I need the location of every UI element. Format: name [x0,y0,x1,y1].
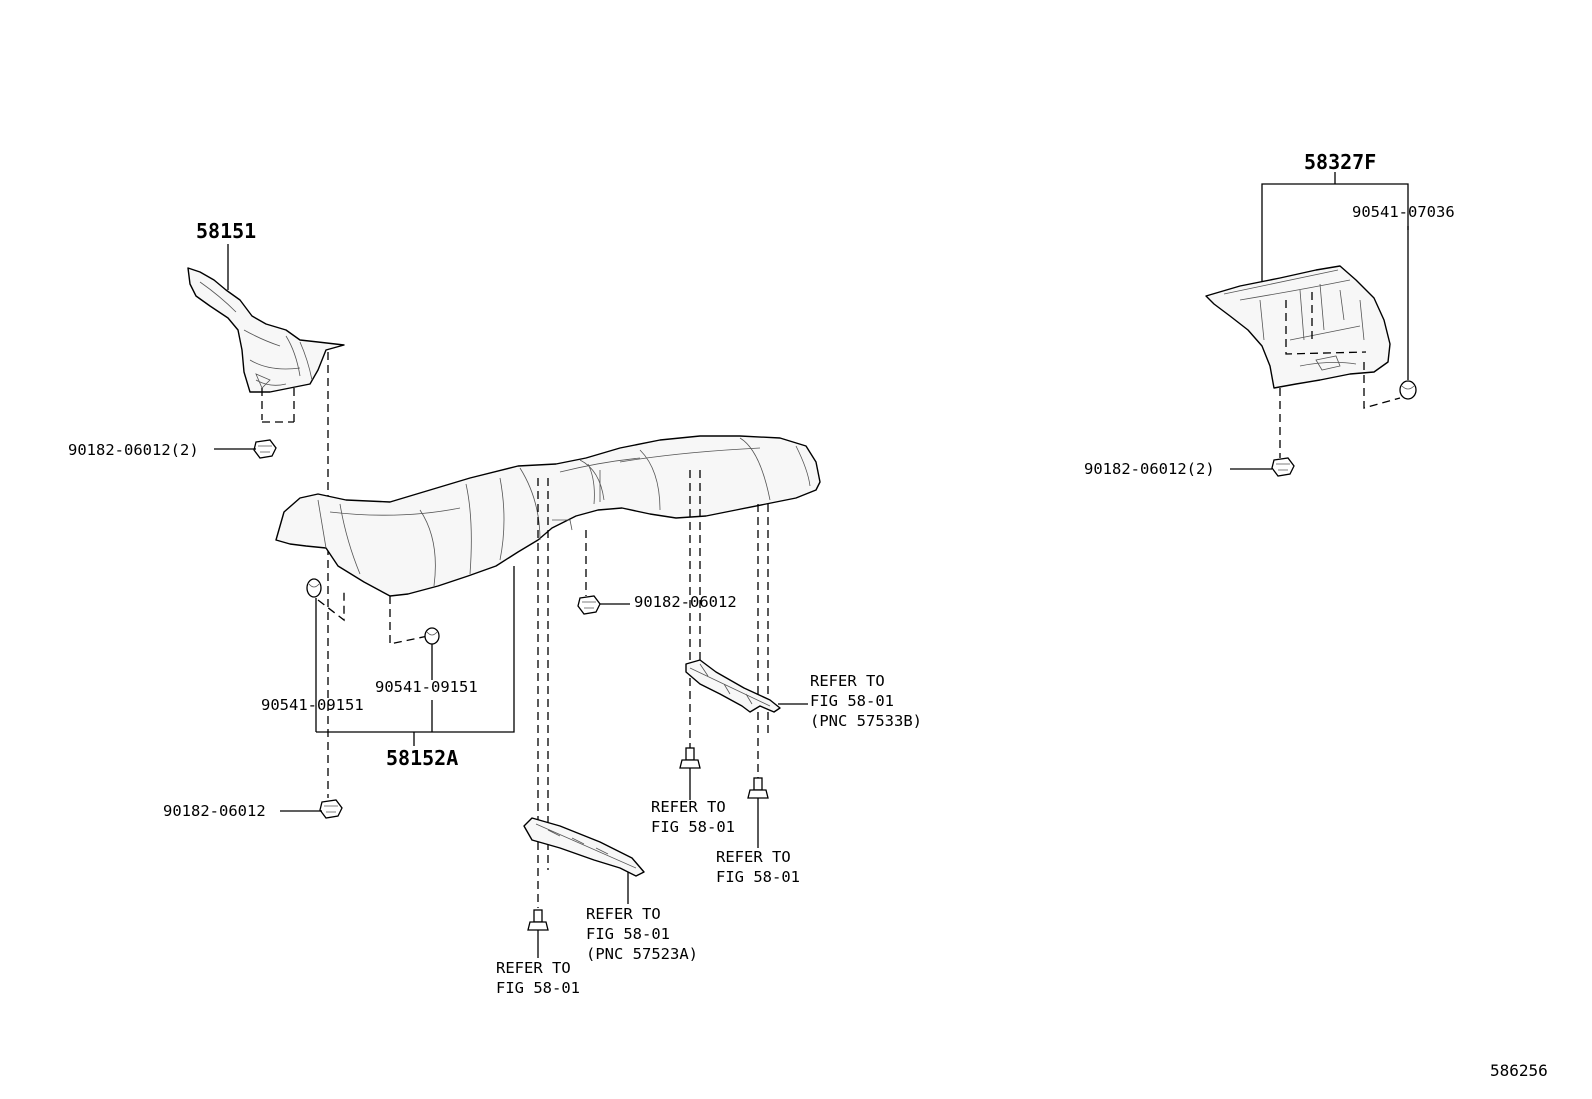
label-90182-06012-2-left: 90182-06012(2) [68,441,199,459]
refer-note-bolt-3: REFER TO FIG 58-01 [496,959,580,997]
label-90541-07036: 90541-07036 [1352,203,1455,221]
dash-58327f-cushion [1363,362,1401,409]
bolt-refer-1-icon [679,747,701,769]
label-58327f: 58327F [1304,150,1376,174]
clip-90182-06012-right-icon [1271,457,1295,477]
refer-note-line: FIG 58-01 [496,979,580,997]
label-90541-09151-left: 90541-09151 [261,696,364,714]
cushion-90541-07036-icon [1399,380,1417,400]
refer-note-line: (PNC 57533B) [810,712,922,730]
label-90182-06012-mid: 90182-06012 [634,593,737,611]
refer-note-57533b: REFER TO FIG 58-01 (PNC 57533B) [810,672,922,730]
label-90541-09151-right: 90541-09151 [375,678,478,696]
refer-note-57523a: REFER TO FIG 58-01 (PNC 57523A) [586,905,698,963]
bolt-refer-3-icon [527,909,549,931]
refer-note-line: FIG 58-01 [810,692,894,710]
clip-90182-06012-low-icon [319,799,343,819]
bracket-58152a [316,566,515,733]
part-58327f-insulator [1205,265,1391,389]
refer-note-line: REFER TO [496,959,571,977]
label-58151: 58151 [196,219,256,243]
label-58152a: 58152A [386,746,458,770]
cushion-90541-09151-left-icon [306,578,322,598]
bolt-refer-2-icon [747,777,769,799]
part-58152a-insulator [275,435,821,597]
refer-note-line: (PNC 57523A) [586,945,698,963]
dash-58152a-a [389,596,429,645]
part-58151-insulator [187,267,345,393]
dash-58327f-top [1285,292,1367,355]
bracket-57523a [523,817,645,877]
label-90182-06012-2-right: 90182-06012(2) [1084,460,1215,478]
bracket-57533b [685,659,781,713]
clip-90182-06012-mid-icon [577,595,601,615]
refer-note-bolt-2: REFER TO FIG 58-01 [716,848,800,886]
cushion-90541-09151-right-icon [424,627,440,645]
clip-90182-06012-left-icon [253,439,277,459]
refer-note-line: FIG 58-01 [586,925,670,943]
refer-note-bolt-1: REFER TO FIG 58-01 [651,798,735,836]
refer-note-line: REFER TO [651,798,726,816]
refer-note-line: REFER TO [810,672,885,690]
refer-note-line: REFER TO [586,905,661,923]
dash-58152a-b [317,592,345,622]
dash-58151-fastener [261,388,295,423]
catalog-number: 586256 [1490,1061,1548,1080]
label-90182-06012-low: 90182-06012 [163,802,266,820]
refer-note-line: REFER TO [716,848,791,866]
refer-note-line: FIG 58-01 [651,818,735,836]
refer-note-line: FIG 58-01 [716,868,800,886]
